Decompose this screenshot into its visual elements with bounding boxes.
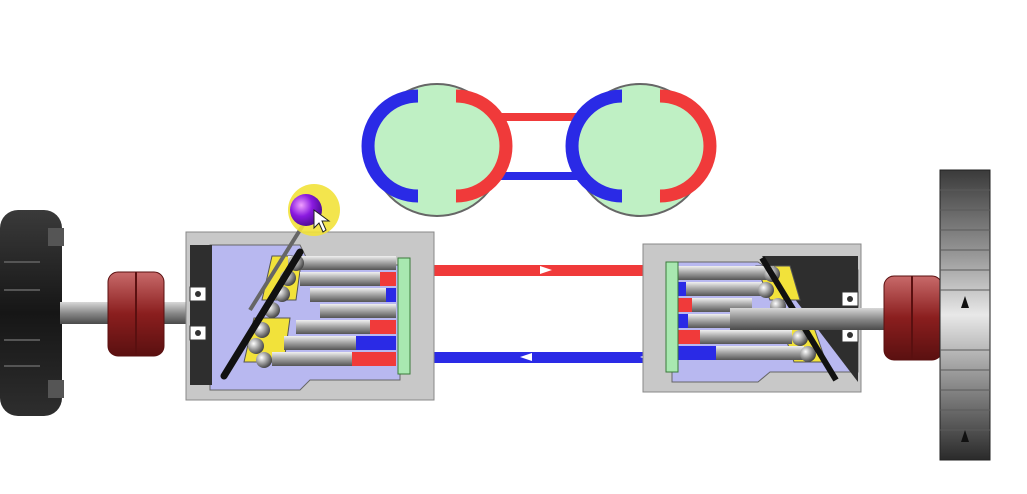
swashplate-control-knob[interactable]	[248, 184, 340, 312]
mouse-cursor-icon	[313, 209, 331, 233]
pump-swashplate[interactable]	[220, 248, 304, 380]
variable-displacement-pump	[185, 231, 435, 401]
circuit-schematic	[361, 83, 717, 217]
pump-valve-plate	[397, 257, 411, 375]
pump-bearing	[189, 286, 207, 341]
motor-valve-plate	[665, 261, 679, 373]
high-pressure-line	[410, 265, 668, 276]
electric-motor-icon	[0, 210, 64, 416]
low-pressure-line	[410, 352, 668, 363]
input-coupling	[107, 271, 165, 357]
motor-symbol	[565, 83, 717, 217]
flywheel-icon	[939, 169, 991, 461]
pump-symbol	[361, 83, 513, 217]
output-coupling	[883, 275, 943, 361]
